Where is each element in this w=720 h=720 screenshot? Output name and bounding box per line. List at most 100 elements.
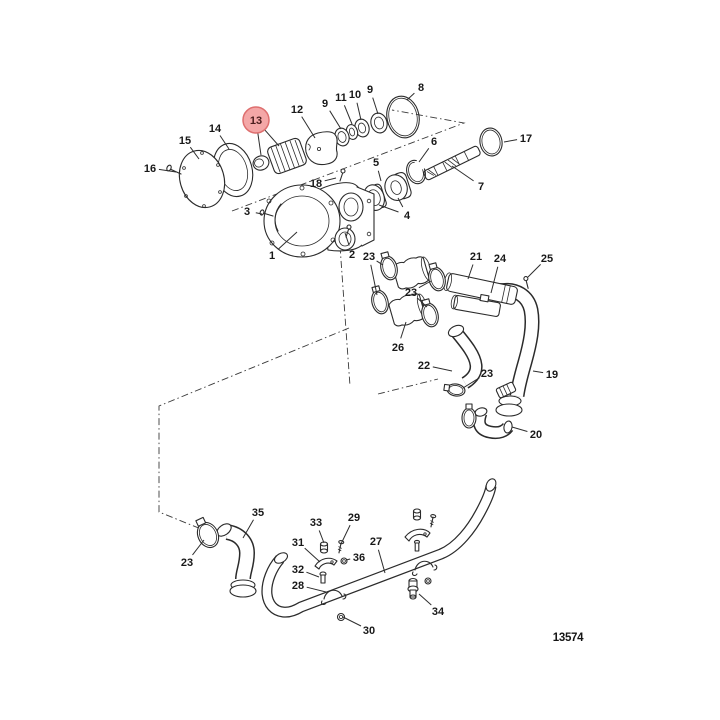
callout-34: 34 bbox=[418, 593, 445, 618]
svg-text:30: 30 bbox=[363, 625, 375, 637]
part-23-clamp-b-drawing bbox=[428, 262, 446, 292]
part-30-nut-drawing bbox=[336, 612, 346, 622]
callout-23: 23 bbox=[363, 251, 384, 296]
svg-text:16: 16 bbox=[144, 163, 156, 175]
svg-text:27: 27 bbox=[370, 536, 382, 548]
part-36-nut-drawing bbox=[340, 557, 348, 565]
part-22-elbow-hose-drawing bbox=[447, 324, 483, 389]
callout-23: 23 bbox=[181, 539, 205, 569]
callout-9: 9 bbox=[322, 98, 342, 130]
svg-text:34: 34 bbox=[432, 606, 445, 618]
svg-text:6: 6 bbox=[431, 136, 437, 148]
part-26-bellows-upper-drawing bbox=[392, 256, 432, 290]
callout-2: 2 bbox=[344, 232, 355, 261]
callout-1: 1 bbox=[269, 231, 298, 262]
callout-10: 10 bbox=[349, 89, 362, 121]
hardware-right-cluster bbox=[404, 508, 438, 600]
svg-text:9: 9 bbox=[367, 84, 373, 96]
svg-text:3: 3 bbox=[244, 206, 250, 218]
svg-text:36: 36 bbox=[353, 552, 365, 564]
svg-text:5: 5 bbox=[373, 157, 379, 169]
callout-19: 19 bbox=[532, 369, 558, 381]
part-27-pipe-drawing bbox=[261, 478, 497, 618]
part-23-clamp-e-drawing bbox=[443, 383, 466, 397]
callout-24: 24 bbox=[490, 253, 507, 294]
callout-12: 12 bbox=[291, 104, 316, 139]
part-13-impeller-drawing bbox=[267, 137, 307, 175]
svg-text:10: 10 bbox=[349, 89, 361, 101]
svg-text:17: 17 bbox=[520, 133, 532, 145]
callout-13-highlighted: 13 bbox=[242, 106, 280, 156]
callout-17: 17 bbox=[503, 133, 532, 145]
callout-26: 26 bbox=[392, 321, 407, 354]
callout-28: 28 bbox=[292, 580, 327, 593]
bracket-icon bbox=[404, 528, 431, 542]
part-32-bolt-drawing bbox=[319, 571, 327, 584]
part-23-clamp-g-drawing bbox=[195, 516, 220, 549]
callout-16: 16 bbox=[144, 163, 177, 175]
svg-text:23: 23 bbox=[181, 557, 193, 569]
part-3-screw-drawing bbox=[259, 209, 274, 217]
svg-text:29: 29 bbox=[348, 512, 360, 524]
svg-text:23: 23 bbox=[481, 368, 493, 380]
svg-text:9: 9 bbox=[322, 98, 328, 110]
callout-30: 30 bbox=[342, 616, 375, 637]
svg-text:7: 7 bbox=[478, 181, 484, 193]
part-25-screw-drawing bbox=[523, 276, 529, 289]
part-12-cam-plate-drawing bbox=[305, 131, 338, 166]
svg-text:2: 2 bbox=[349, 249, 355, 261]
callout-27: 27 bbox=[370, 536, 386, 574]
svg-text:12: 12 bbox=[291, 104, 303, 116]
svg-text:21: 21 bbox=[470, 251, 482, 263]
callout-5: 5 bbox=[373, 157, 382, 182]
svg-text:32: 32 bbox=[292, 564, 304, 576]
svg-text:14: 14 bbox=[209, 123, 222, 135]
drawing-number: 13574 bbox=[553, 632, 584, 644]
callout-22: 22 bbox=[418, 360, 453, 372]
part-17-retainer-ring-drawing bbox=[479, 127, 503, 157]
part-15-cover-plate-drawing bbox=[178, 149, 226, 209]
callout-4: 4 bbox=[378, 197, 411, 222]
part-2-stud-drawing bbox=[345, 224, 352, 238]
part-23-clamp-a-drawing bbox=[380, 251, 398, 281]
bolt-icon bbox=[412, 508, 422, 521]
part-23-clamp-d-drawing bbox=[421, 298, 439, 328]
svg-text:23: 23 bbox=[363, 251, 375, 263]
svg-text:20: 20 bbox=[530, 429, 542, 441]
part-20-fitting-drawing bbox=[495, 381, 517, 399]
svg-text:31: 31 bbox=[292, 537, 304, 549]
callout-31: 31 bbox=[292, 537, 321, 563]
svg-text:22: 22 bbox=[418, 360, 430, 372]
svg-text:25: 25 bbox=[541, 253, 553, 265]
callout-3: 3 bbox=[244, 206, 263, 218]
part-10-bearing-drawing bbox=[354, 118, 370, 138]
callout-11: 11 bbox=[335, 92, 353, 125]
callout-8: 8 bbox=[406, 82, 424, 101]
callout-33: 33 bbox=[310, 517, 325, 544]
clamp-icon bbox=[411, 560, 438, 577]
part-20-elbow-drawing bbox=[472, 407, 514, 440]
part-18-stud-drawing bbox=[339, 168, 346, 182]
part-1-pump-housing-drawing bbox=[263, 182, 375, 258]
construction-lines bbox=[158, 109, 466, 534]
part-7-shaft-drawing bbox=[423, 145, 481, 181]
part-13-cap-drawing bbox=[252, 155, 270, 171]
svg-text:13: 13 bbox=[250, 115, 262, 127]
svg-text:8: 8 bbox=[418, 82, 424, 94]
callout-29: 29 bbox=[340, 512, 360, 545]
svg-text:19: 19 bbox=[546, 369, 558, 381]
callout-15: 15 bbox=[179, 135, 200, 160]
callout-32: 32 bbox=[292, 564, 320, 578]
part-34-fitting-drawing bbox=[407, 577, 419, 600]
svg-text:28: 28 bbox=[292, 580, 304, 592]
callout-25: 25 bbox=[527, 253, 553, 278]
part-19-flange-rings-drawing bbox=[495, 395, 523, 417]
svg-text:24: 24 bbox=[494, 253, 507, 265]
svg-text:23: 23 bbox=[405, 287, 417, 299]
callout-23: 23 bbox=[462, 368, 493, 389]
callout-20: 20 bbox=[511, 426, 542, 441]
svg-text:33: 33 bbox=[310, 517, 322, 529]
callout-36: 36 bbox=[345, 552, 365, 564]
